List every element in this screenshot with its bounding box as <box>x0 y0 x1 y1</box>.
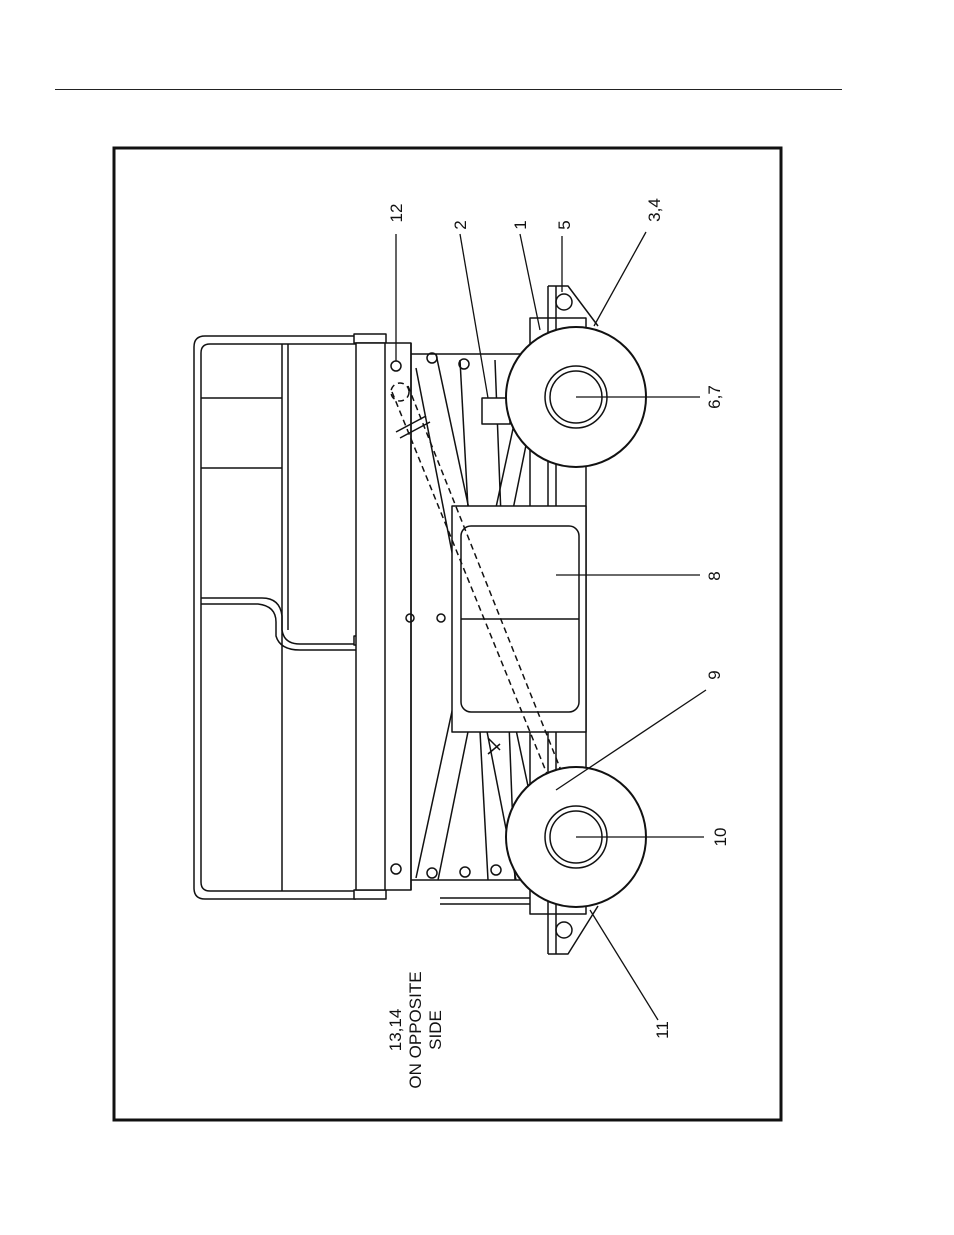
note-line-2: ON OPPOSITE <box>406 971 425 1088</box>
callout-6-7: 6,7 <box>705 385 724 409</box>
note-line-3: SIDE <box>426 1010 445 1050</box>
callout-2: 2 <box>451 220 470 229</box>
callout-9: 9 <box>705 670 724 679</box>
note-line-1: 13,14 <box>386 1009 405 1052</box>
callout-12: 12 <box>387 204 406 223</box>
scissor-lift-drawing <box>194 286 646 954</box>
battery-box <box>452 506 586 732</box>
callout-1: 1 <box>511 220 530 229</box>
callout-8: 8 <box>705 571 724 580</box>
callout-5: 5 <box>555 220 574 229</box>
callout-11: 11 <box>653 1021 672 1039</box>
callout-10: 10 <box>711 828 730 847</box>
callout-3-4: 3,4 <box>645 198 664 222</box>
figure-frame <box>114 148 781 1120</box>
